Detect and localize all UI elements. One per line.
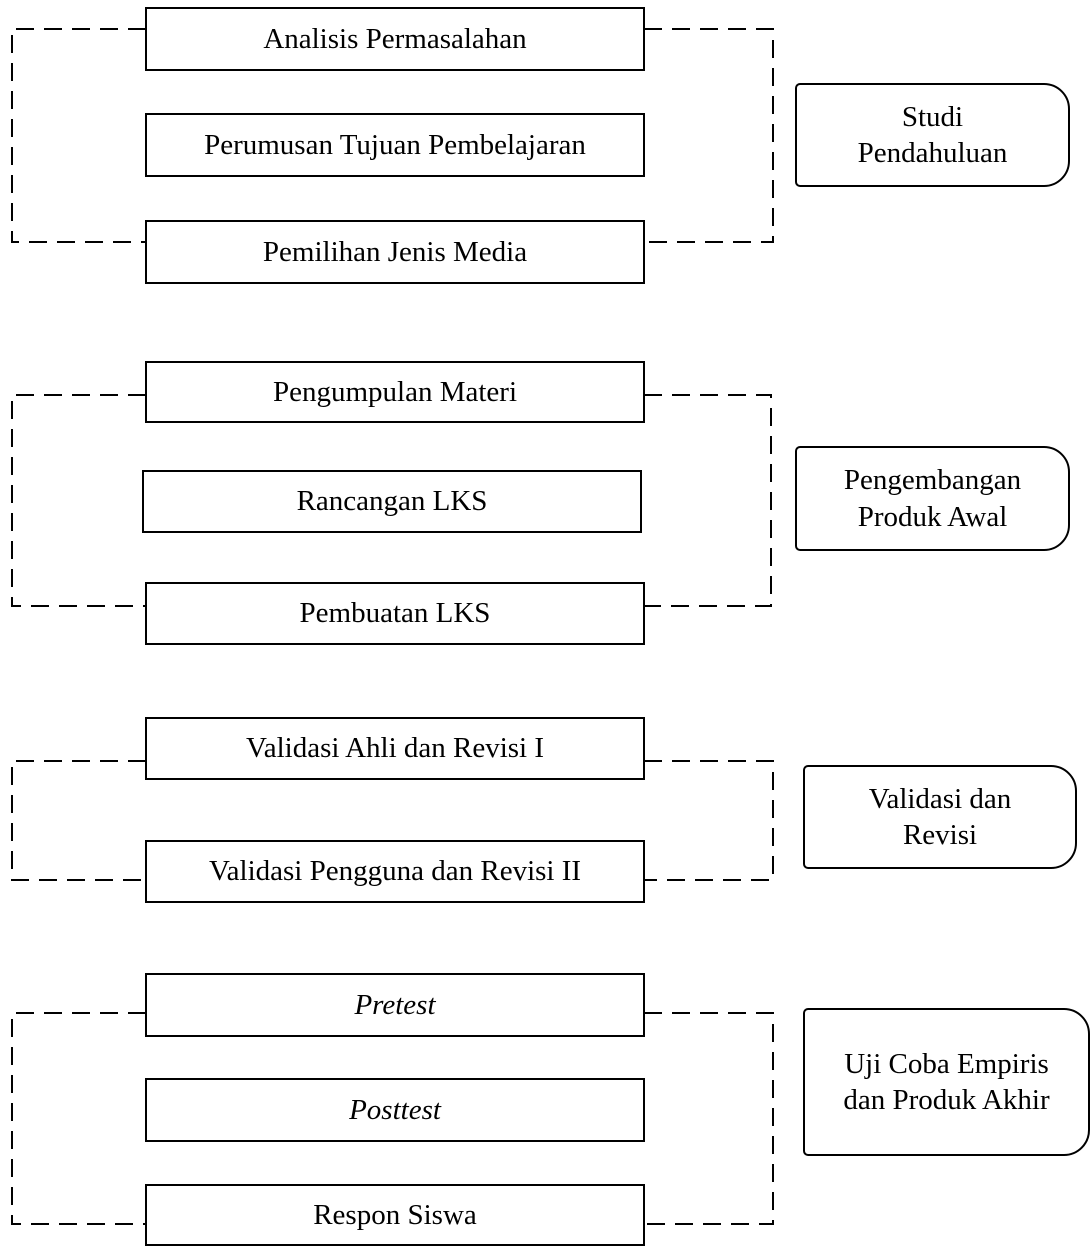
step-perumusan-tujuan: Perumusan Tujuan Pembelajaran: [145, 113, 645, 177]
step-pengumpulan-materi: Pengumpulan Materi: [145, 361, 645, 423]
step-analisis-permasalahan: Analisis Permasalahan: [145, 7, 645, 71]
step-pembuatan-lks: Pembuatan LKS: [145, 582, 645, 645]
bracket-left-1: [11, 28, 146, 243]
step-validasi-ahli: Validasi Ahli dan Revisi I: [145, 717, 645, 780]
stage-label-pengembangan-produk-awal: Pengembangan Produk Awal: [795, 446, 1070, 551]
stage-label-validasi-revisi: Validasi dan Revisi: [803, 765, 1077, 869]
stage-label-uji-coba: Uji Coba Empiris dan Produk Akhir: [803, 1008, 1090, 1156]
stage-label-studi-pendahuluan: Studi Pendahuluan: [795, 83, 1070, 187]
step-respon-siswa: Respon Siswa: [145, 1184, 645, 1246]
bracket-left-4: [11, 1012, 146, 1225]
bracket-right-4: [644, 1012, 774, 1225]
bracket-right-2: [644, 394, 772, 607]
step-posttest: Posttest: [145, 1078, 645, 1142]
step-validasi-pengguna: Validasi Pengguna dan Revisi II: [145, 840, 645, 903]
bracket-left-2: [11, 394, 146, 607]
bracket-right-1: [644, 28, 774, 243]
step-pretest: Pretest: [145, 973, 645, 1037]
bracket-left-3: [11, 760, 146, 881]
step-pemilihan-jenis-media: Pemilihan Jenis Media: [145, 220, 645, 284]
step-rancangan-lks: Rancangan LKS: [142, 470, 642, 533]
bracket-right-3: [644, 760, 774, 881]
